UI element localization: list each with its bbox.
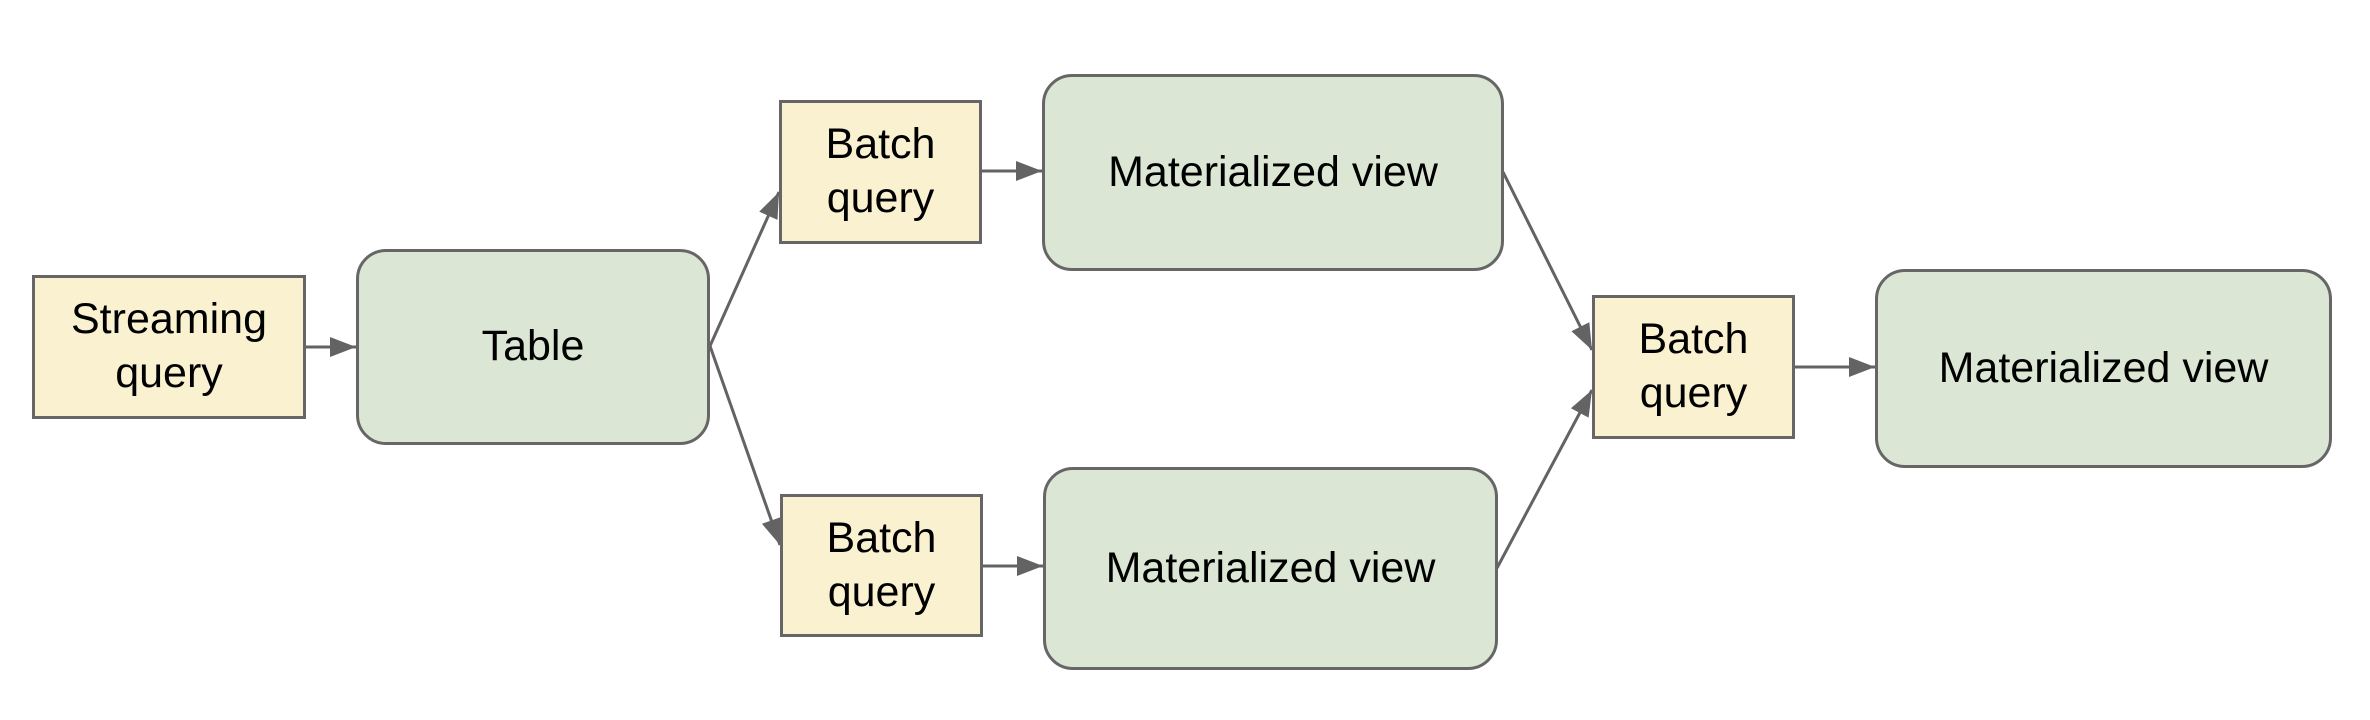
node-batch-query-bottom-label: Batch query xyxy=(826,513,937,616)
node-batch-query-bottom: Batch query xyxy=(780,494,983,637)
edge-table-to-batch-query-top xyxy=(708,191,781,347)
node-materialized-view-top-label: Materialized view xyxy=(1108,147,1438,196)
node-table: Table xyxy=(356,249,710,445)
node-materialized-view-top: Materialized view xyxy=(1042,74,1504,271)
node-materialized-view-final-label: Materialized view xyxy=(1938,343,2269,392)
node-materialized-view-final: Materialized view xyxy=(1875,269,2332,468)
edge-table-to-batch-query-bottom xyxy=(708,345,782,546)
node-batch-query-top: Batch query xyxy=(779,100,982,244)
edge-materialized-view-bottom-to-batch-query-final xyxy=(1495,389,1594,569)
node-batch-query-top-label: Batch query xyxy=(825,120,936,222)
node-batch-query-final-label: Batch query xyxy=(1638,315,1749,417)
node-streaming-query: Streaming query xyxy=(32,275,306,419)
node-table-label: Table xyxy=(481,322,585,371)
node-materialized-view-bottom: Materialized view xyxy=(1043,467,1498,670)
node-materialized-view-bottom-label: Materialized view xyxy=(1105,543,1436,592)
edge-materialized-view-top-to-batch-query-final xyxy=(1501,171,1594,351)
node-streaming-query-label: Streaming query xyxy=(71,295,267,397)
node-batch-query-final: Batch query xyxy=(1592,295,1795,439)
